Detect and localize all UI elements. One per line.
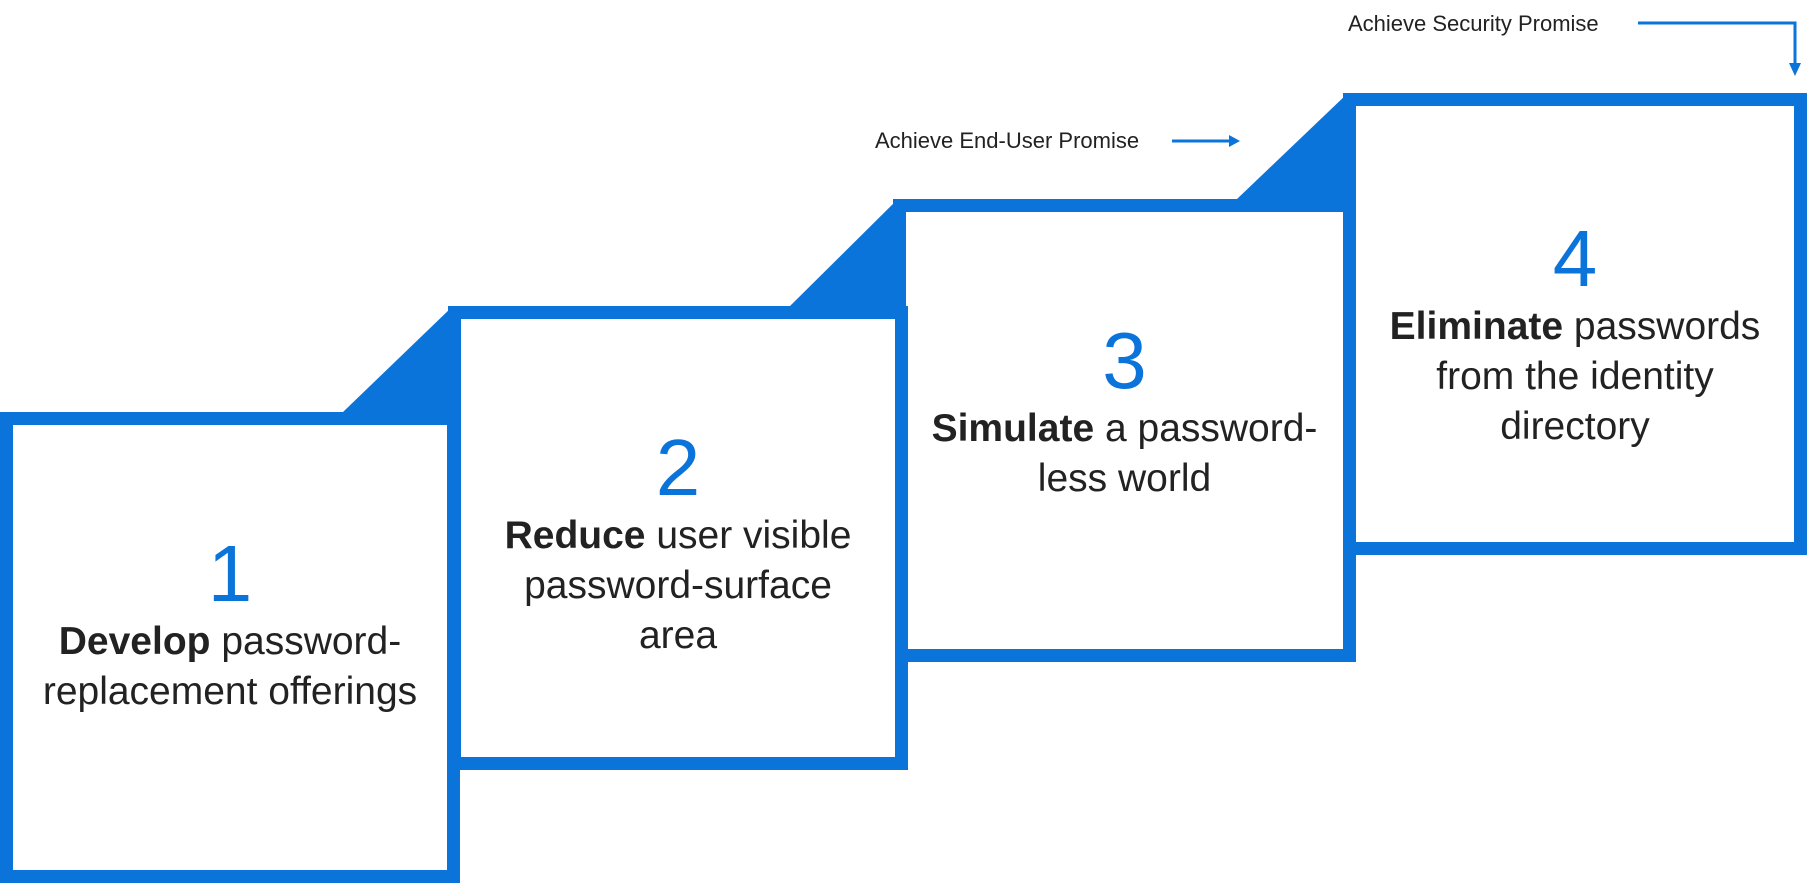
security-promise-arrow bbox=[1638, 21, 1797, 66]
step-1-2-connector bbox=[343, 306, 453, 412]
step-3-content: 3 Simulate a password-less world bbox=[906, 320, 1343, 504]
step-1-bold: Develop bbox=[58, 620, 211, 663]
step-3-4-connector bbox=[1237, 93, 1348, 199]
step-4-number: 4 bbox=[1552, 214, 1598, 303]
step-2-bold: Reduce bbox=[504, 514, 646, 557]
step-2-box: 2 Reduce user visible password-surface a… bbox=[448, 306, 908, 770]
security-promise-arrowhead bbox=[1789, 63, 1801, 76]
step-2-number: 2 bbox=[655, 423, 701, 512]
step-3-text: Simulate a password-less world bbox=[906, 404, 1343, 504]
step-2-3-connector bbox=[790, 199, 898, 306]
step-1-box: 1 Develop password-replacement offerings bbox=[0, 412, 460, 883]
step-3-bold: Simulate bbox=[931, 407, 1095, 450]
step-3-number: 3 bbox=[1102, 316, 1147, 405]
end-user-promise-arrowhead bbox=[1229, 135, 1240, 147]
step-4-bold: Eliminate bbox=[1389, 305, 1564, 348]
step-4-content: 4 Eliminate passwords from the identity … bbox=[1356, 218, 1794, 452]
step-1-rest: password-replacement offerings bbox=[42, 620, 418, 713]
step-1-text: Develop password-replacement offerings bbox=[13, 617, 447, 717]
step-2-text: Reduce user visible password-surface are… bbox=[461, 511, 895, 661]
step-4-text: Eliminate passwords from the identity di… bbox=[1356, 302, 1794, 452]
step-2-content: 2 Reduce user visible password-surface a… bbox=[461, 427, 895, 661]
step-1-content: 1 Develop password-replacement offerings bbox=[13, 533, 447, 717]
step-2-rest: user visible password-surface area bbox=[524, 514, 852, 657]
step-4-rest: passwords from the identity directory bbox=[1436, 305, 1761, 448]
end-user-promise-label: Achieve End-User Promise bbox=[875, 128, 1140, 153]
step-3-box: 3 Simulate a password-less world bbox=[893, 199, 1356, 662]
step-4-box: 4 Eliminate passwords from the identity … bbox=[1343, 93, 1807, 555]
step-3-rest: a password-less world bbox=[1037, 407, 1318, 500]
step-1-number: 1 bbox=[207, 529, 253, 618]
security-promise-label: Achieve Security Promise bbox=[1348, 11, 1599, 36]
